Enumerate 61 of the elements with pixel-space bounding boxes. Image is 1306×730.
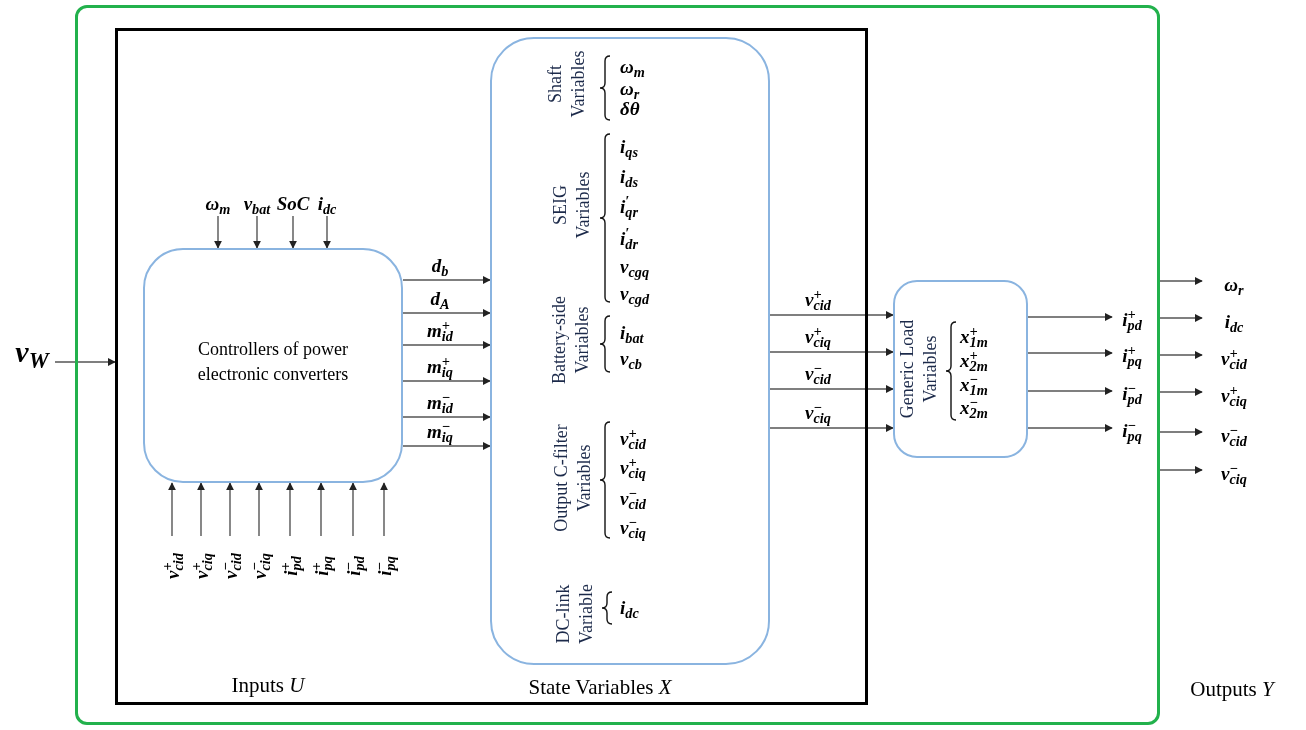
arrow [289,215,297,249]
arrow [323,215,331,249]
arrow [769,424,894,432]
section-label: Outputs Y [1190,676,1274,704]
arrow [255,482,263,537]
group-label: DC-link Variable [551,583,596,646]
variable-label: ω$_{m}$ [620,56,645,76]
arrow [402,276,491,284]
variable-label: i$_{dc}$ [620,597,639,617]
arrow [380,482,388,537]
arrow [54,358,116,366]
arrow [1027,313,1113,321]
section-label: State Variables X [528,674,672,702]
edge-label: v$_{W}$ [15,337,49,367]
edge-label: ω$_{m}$ [205,193,231,213]
edge-label: d$_{b}$ [431,255,449,275]
edge-label: i$_{dc}$ [317,193,337,213]
inner-frame [115,28,868,705]
edge-label: i$_{dc}$ [1224,311,1244,331]
arrow [349,482,357,537]
arrow [769,385,894,393]
arrow [1159,388,1203,396]
arrow [1159,351,1203,359]
variable-label: i$_{bat}$ [620,322,644,342]
arrow [1159,466,1203,474]
arrow [197,482,205,537]
arrow [286,482,294,537]
arrow [1027,387,1113,395]
variable-label: ω$_{r}$ [620,78,640,98]
edge-label: SoC [276,193,310,213]
arrow [253,215,261,249]
arrow [402,309,491,317]
arrow [1027,349,1113,357]
arrow [402,377,491,385]
arrow [769,348,894,356]
controller-box [143,248,403,483]
group-label: Shaft Variables [543,49,588,120]
edge-label: v$_{bat}$ [243,193,271,213]
arrow [168,482,176,537]
variable-label: i$_{ds}$ [620,166,638,186]
arrow [1159,314,1203,322]
variable-label: δθ [620,98,640,118]
arrow [226,482,234,537]
arrow [1027,424,1113,432]
arrow [769,311,894,319]
group-label: Output C-filter Variables [549,423,594,534]
arrow [317,482,325,537]
group-label: Battery-side Variables [547,295,592,386]
arrow [1159,428,1203,436]
arrow [402,341,491,349]
arrow [402,442,491,450]
arrow [1159,277,1203,285]
edge-label: d$_{A}$ [430,288,450,308]
section-label: Inputs U [231,672,305,700]
group-label: SEIG Variables [548,170,593,241]
edge-label: ω$_{r}$ [1224,274,1244,294]
arrow [214,215,222,249]
group-label: Generic Load Variables [895,318,940,421]
arrow [402,413,491,421]
load-variables-box [893,280,1028,458]
controller-label: Controllers of power electronic converters [196,338,350,386]
